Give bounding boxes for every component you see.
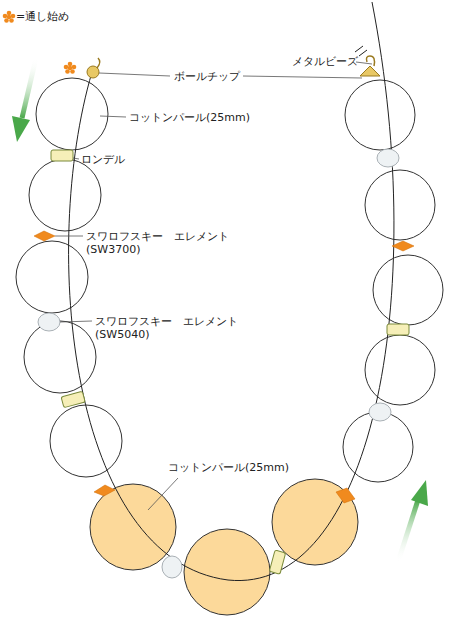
ball-tip: [87, 58, 100, 78]
part-label: ボールチップ: [174, 70, 240, 83]
part-label: コットンパール(25mm): [129, 111, 250, 124]
part-label: スワロフスキー エレメント (SW5040): [95, 315, 260, 341]
leader-line: [55, 62, 372, 510]
legend-marker: [3, 11, 16, 23]
part-label: メタルビーズ: [292, 55, 358, 68]
cotton-pearl: [16, 78, 443, 482]
bicone-crystal: [34, 231, 414, 503]
start-marker: [64, 62, 77, 74]
rondelle-crystal: [38, 149, 399, 578]
ball-tip: [360, 56, 380, 76]
direction-arrow: [398, 480, 428, 562]
rondelle: [51, 150, 409, 574]
part-label: スワロフスキー エレメント (SW3700): [86, 230, 251, 256]
cotton-pearl-orange: [90, 479, 358, 615]
direction-arrow: [12, 58, 36, 142]
part-label: ロンデル: [81, 153, 125, 166]
wire: [69, 2, 394, 581]
legend-text: =通し始め: [16, 10, 69, 23]
break-mark: [355, 46, 367, 56]
part-label: コットンパール(25mm): [168, 461, 289, 474]
